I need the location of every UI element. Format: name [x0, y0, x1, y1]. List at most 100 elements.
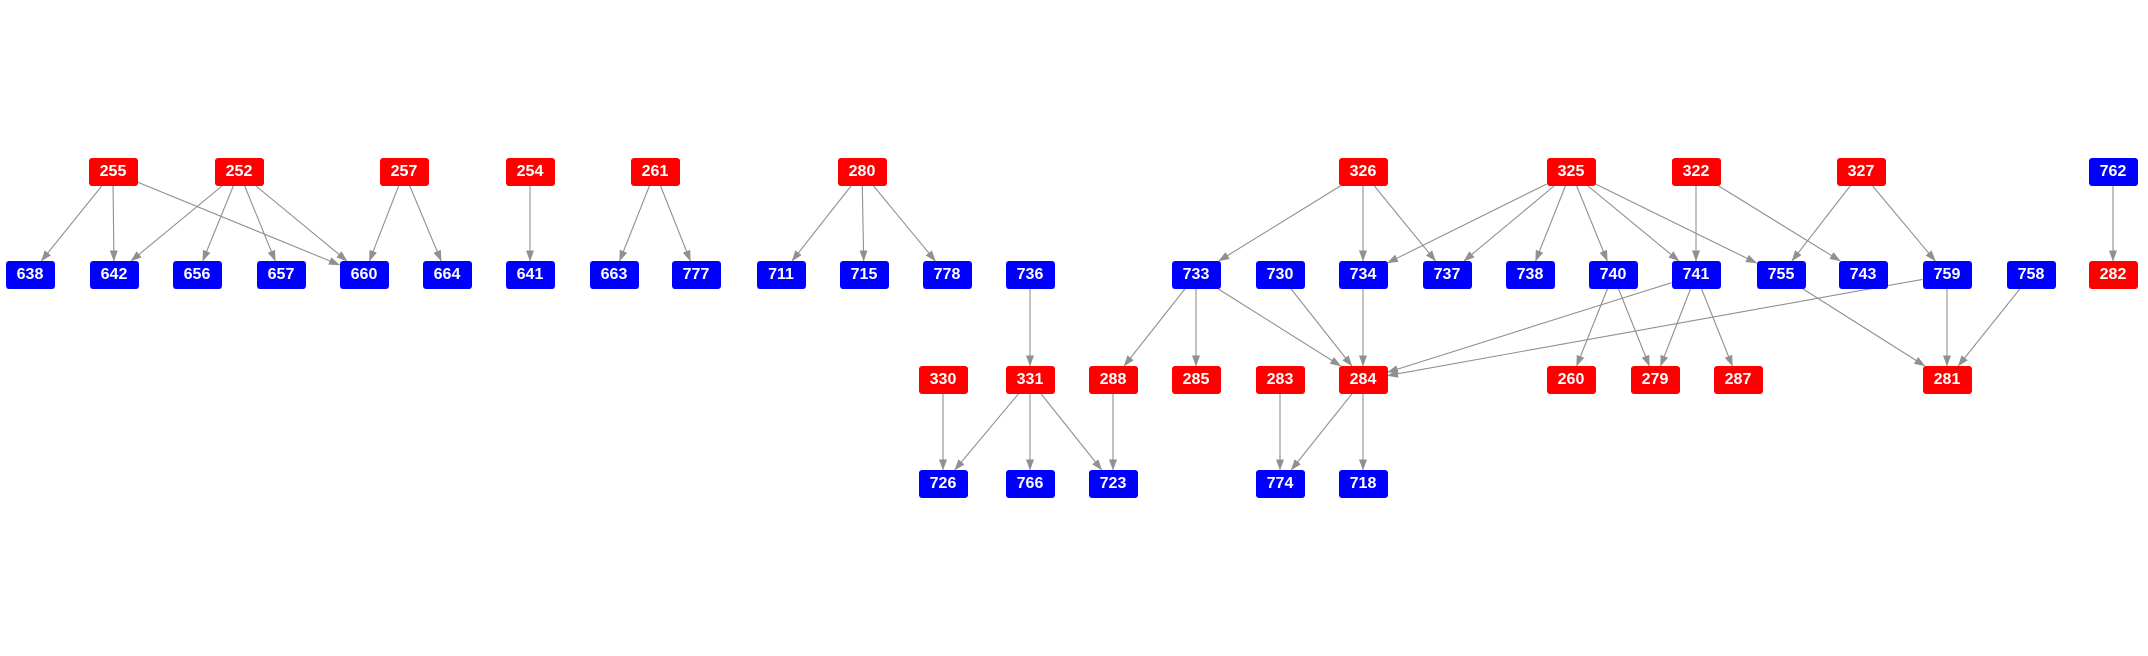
graph-node-label: 737	[1433, 266, 1461, 283]
edge-284-774	[1290, 393, 1353, 471]
edge-325-741	[1587, 185, 1680, 262]
graph-node-label: 715	[850, 266, 878, 283]
graph-node-741: 741	[1671, 261, 1721, 289]
edge-331-723	[1040, 393, 1103, 471]
graph-node-660: 660	[339, 261, 389, 289]
graph-node-762: 762	[2088, 158, 2138, 186]
edge-325-734	[1387, 183, 1547, 264]
graph-node-label: 288	[1099, 371, 1127, 388]
graph-node-331: 331	[1005, 366, 1055, 394]
graph-node-280: 280	[837, 158, 887, 186]
graph-node-663: 663	[589, 261, 639, 289]
edge-252-657	[244, 185, 276, 262]
graph-node-730: 730	[1255, 261, 1305, 289]
graph-node-287: 287	[1713, 366, 1763, 394]
graph-node-656: 656	[172, 261, 222, 289]
edge-257-660	[368, 185, 400, 262]
graph-node-label: 281	[1933, 371, 1961, 388]
graph-node-254: 254	[505, 158, 555, 186]
edge-325-737	[1463, 185, 1555, 262]
edge-280-778	[873, 185, 936, 262]
graph-node-282: 282	[2088, 261, 2138, 289]
edge-325-755	[1595, 183, 1757, 264]
graph-node-734: 734	[1338, 261, 1388, 289]
edge-730-284	[1290, 288, 1353, 367]
graph-node-736: 736	[1005, 261, 1055, 289]
edge-252-656	[202, 185, 234, 262]
graph-node-label: 283	[1266, 371, 1294, 388]
graph-node-325: 325	[1546, 158, 1596, 186]
graph-node-330: 330	[918, 366, 968, 394]
graph-node-252: 252	[214, 158, 264, 186]
graph-node-label: 326	[1349, 163, 1377, 180]
graph-node-255: 255	[88, 158, 138, 186]
graph-node-279: 279	[1630, 366, 1680, 394]
graph-node-733: 733	[1171, 261, 1221, 289]
graph-node-737: 737	[1422, 261, 1472, 289]
edge-280-711	[791, 185, 852, 262]
graph-node-759: 759	[1922, 261, 1972, 289]
graph-node-755: 755	[1756, 261, 1806, 289]
edge-255-642	[109, 185, 118, 262]
graph-node-label: 664	[433, 266, 461, 283]
graph-node-738: 738	[1505, 261, 1555, 289]
graph-node-label: 327	[1847, 163, 1875, 180]
graph-node-261: 261	[630, 158, 680, 186]
graph-node-label: 743	[1849, 266, 1877, 283]
edge-758-281	[1957, 288, 2021, 367]
edge-255-638	[40, 185, 103, 262]
graph-node-726: 726	[918, 470, 968, 498]
graph-node-label: 762	[2099, 163, 2127, 180]
graph-node-638: 638	[5, 261, 55, 289]
graph-node-758: 758	[2006, 261, 2056, 289]
graph-node-label: 774	[1266, 475, 1294, 492]
graph-node-257: 257	[379, 158, 429, 186]
edge-257-664	[409, 185, 442, 262]
graph-node-718: 718	[1338, 470, 1388, 498]
graph-node-label: 730	[1266, 266, 1294, 283]
edge-255-660	[137, 181, 340, 266]
graph-node-label: 736	[1016, 266, 1044, 283]
graph-node-766: 766	[1005, 470, 1055, 498]
graph-node-327: 327	[1836, 158, 1886, 186]
graph-node-label: 330	[929, 371, 957, 388]
graph-node-label: 261	[641, 163, 669, 180]
edge-331-726	[954, 393, 1019, 471]
edge-252-660	[255, 185, 348, 262]
graph-node-641: 641	[505, 261, 555, 289]
graph-node-260: 260	[1546, 366, 1596, 394]
edge-755-281	[1802, 288, 1926, 367]
graph-node-label: 711	[768, 266, 794, 283]
graph-node-label: 657	[267, 266, 295, 283]
graph-node-label: 766	[1016, 475, 1044, 492]
edge-lines-group	[40, 181, 2117, 471]
graph-node-715: 715	[839, 261, 889, 289]
graph-node-label: 663	[600, 266, 628, 283]
edge-261-663	[619, 185, 650, 262]
edge-327-759	[1872, 185, 1936, 262]
graph-node-723: 723	[1088, 470, 1138, 498]
graph-node-label: 734	[1349, 266, 1377, 283]
graph-node-774: 774	[1255, 470, 1305, 498]
graph-node-322: 322	[1671, 158, 1721, 186]
graph-node-label: 642	[100, 266, 128, 283]
graph-node-label: 285	[1182, 371, 1210, 388]
graph-node-label: 778	[933, 266, 961, 283]
graph-node-label: 252	[225, 163, 253, 180]
graph-node-283: 283	[1255, 366, 1305, 394]
graph-node-642: 642	[89, 261, 139, 289]
graph-node-288: 288	[1088, 366, 1138, 394]
edge-322-743	[1718, 185, 1841, 262]
graph-node-label: 284	[1349, 371, 1377, 388]
graph-node-label: 656	[183, 266, 211, 283]
edge-741-279	[1659, 288, 1692, 367]
edge-326-733	[1218, 185, 1341, 262]
graph-node-740: 740	[1588, 261, 1638, 289]
graph-node-281: 281	[1922, 366, 1972, 394]
graph-node-657: 657	[256, 261, 306, 289]
graph-node-label: 638	[16, 266, 44, 283]
edge-741-287	[1701, 288, 1733, 367]
